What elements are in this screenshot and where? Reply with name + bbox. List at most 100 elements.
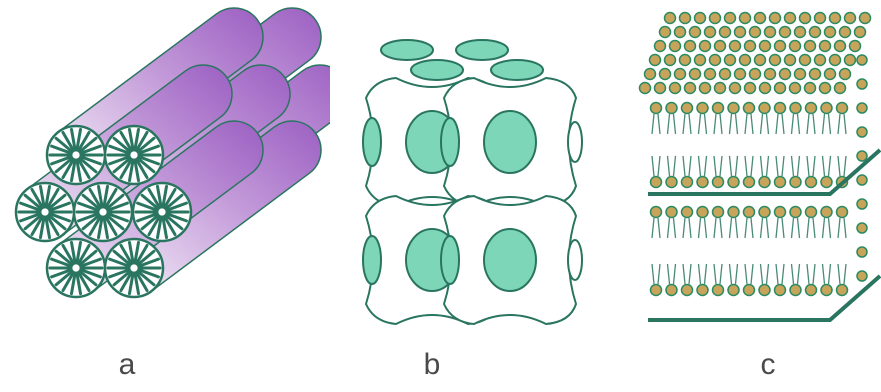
lipid-head xyxy=(820,41,831,52)
lipid-head xyxy=(830,55,841,66)
lipid-head xyxy=(765,69,776,80)
lipid-head xyxy=(670,83,681,94)
lipid-head xyxy=(697,103,708,114)
lipid-head xyxy=(697,177,708,188)
lipid-head xyxy=(820,83,831,94)
lipid-head xyxy=(840,69,851,80)
lipid-head xyxy=(695,13,706,24)
lipid-head xyxy=(760,83,771,94)
lipid-head xyxy=(700,83,711,94)
lipid-head xyxy=(675,27,686,38)
lipid-head xyxy=(715,83,726,94)
lipid-head xyxy=(713,103,724,114)
lipid-head xyxy=(685,83,696,94)
lipid-head xyxy=(815,13,826,24)
lipid-head xyxy=(690,69,701,80)
lipid-head xyxy=(695,55,706,66)
channel-opening xyxy=(484,111,536,173)
lipid-head xyxy=(845,13,856,24)
top-headgroup-layer xyxy=(640,13,871,94)
lipid-head xyxy=(690,27,701,38)
lipid-head xyxy=(730,41,741,52)
micelle-cross-section xyxy=(47,126,105,184)
lipid-head xyxy=(825,69,836,80)
lipid-head xyxy=(744,177,755,188)
lipid-head xyxy=(800,55,811,66)
cubic-cell xyxy=(441,196,576,324)
lipid-head xyxy=(857,175,867,185)
lipid-head xyxy=(805,41,816,52)
lipid-head xyxy=(759,207,770,218)
lipid-head xyxy=(837,207,848,218)
panel-b-cubic xyxy=(325,0,595,340)
lipid-head xyxy=(713,285,724,296)
lipid-head xyxy=(665,13,676,24)
panel-a-hexagonal xyxy=(0,0,330,340)
lipid-head xyxy=(666,207,677,218)
lipid-head xyxy=(790,177,801,188)
lipid-head xyxy=(725,13,736,24)
lipid-head xyxy=(728,285,739,296)
lipid-head xyxy=(755,13,766,24)
lipid-head xyxy=(713,207,724,218)
edge-opening xyxy=(568,122,582,162)
lipid-head xyxy=(660,69,671,80)
lipid-head xyxy=(790,83,801,94)
lipid-head xyxy=(744,207,755,218)
lipid-head xyxy=(740,13,751,24)
lipid-head xyxy=(700,41,711,52)
lipid-head xyxy=(720,69,731,80)
lipid-head xyxy=(765,27,776,38)
lipid-head xyxy=(680,55,691,66)
panel-c-lamellar xyxy=(630,0,881,340)
lipid-head xyxy=(770,13,781,24)
lipid-head xyxy=(759,177,770,188)
lipid-head xyxy=(640,83,651,94)
lipid-head xyxy=(790,207,801,218)
lipid-head xyxy=(645,69,656,80)
lipid-head xyxy=(775,83,786,94)
bilayer-2-lower xyxy=(651,264,848,296)
micelle-cross-section xyxy=(16,183,74,241)
top-opening xyxy=(491,60,543,80)
lipid-head xyxy=(655,41,666,52)
bilayer-1-lower xyxy=(651,156,848,188)
lipid-head xyxy=(835,41,846,52)
lipid-head xyxy=(744,103,755,114)
micelle-cross-section xyxy=(47,239,105,297)
lipid-head xyxy=(710,13,721,24)
lipid-head xyxy=(720,27,731,38)
side-opening xyxy=(441,236,459,284)
side-opening xyxy=(363,118,381,166)
lipid-head xyxy=(775,103,786,114)
lipid-head xyxy=(850,41,861,52)
lipid-head xyxy=(857,223,867,233)
lipid-head xyxy=(775,285,786,296)
lipid-head xyxy=(857,199,867,209)
lamellar-bilayer-figure xyxy=(630,0,881,340)
lipid-head xyxy=(735,27,746,38)
lipid-head xyxy=(825,27,836,38)
lipid-head xyxy=(680,13,691,24)
lipid-head xyxy=(759,103,770,114)
lipid-head xyxy=(795,27,806,38)
lipid-head xyxy=(845,55,856,66)
lipid-head xyxy=(740,55,751,66)
lipid-head xyxy=(728,103,739,114)
micelle-cross-section xyxy=(105,126,163,184)
lipid-head xyxy=(857,247,867,257)
lipid-head xyxy=(770,55,781,66)
lipid-head xyxy=(790,41,801,52)
lipid-head xyxy=(806,103,817,114)
side-opening xyxy=(441,118,459,166)
lipid-head xyxy=(760,41,771,52)
lipid-head xyxy=(670,41,681,52)
lipid-head xyxy=(685,41,696,52)
cubic-cell xyxy=(441,78,576,206)
lipid-head xyxy=(837,285,848,296)
lipid-head xyxy=(750,27,761,38)
micelle-cross-section xyxy=(74,183,132,241)
lipid-head xyxy=(775,177,786,188)
lipid-head xyxy=(821,207,832,218)
lipid-head xyxy=(759,285,770,296)
